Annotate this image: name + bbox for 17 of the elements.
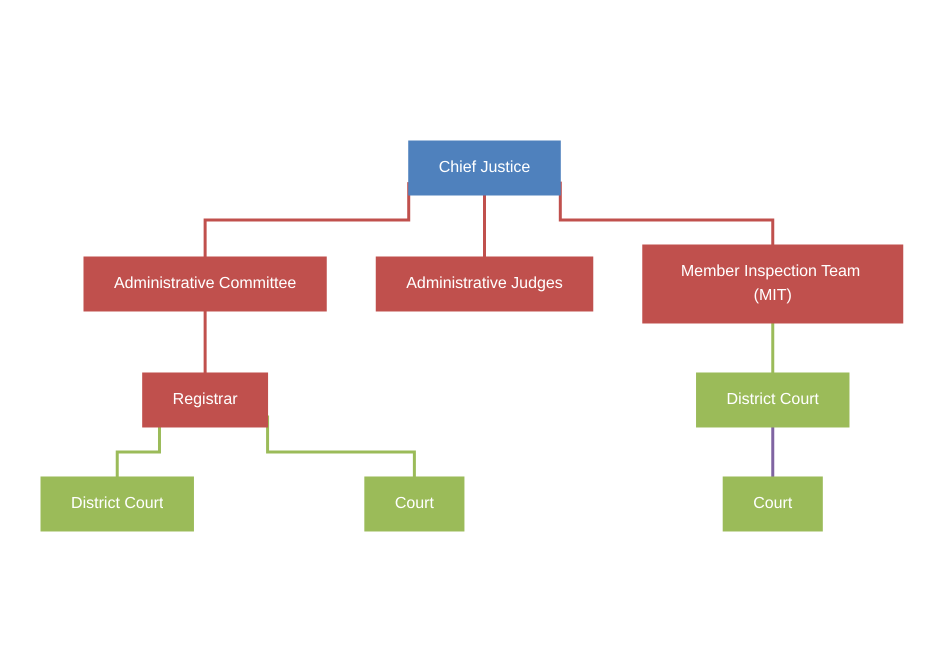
node-box: Chief Justice (408, 140, 561, 195)
node-box: Administrative Committee (84, 256, 327, 311)
connector (266, 415, 416, 478)
node-box: District Court (696, 372, 850, 427)
node-box: Member Inspection Team (MIT) (642, 244, 904, 323)
node-box: District Court (40, 476, 194, 531)
node-box: Court (364, 476, 465, 531)
connector (483, 194, 486, 258)
node-box: Registrar (142, 372, 268, 427)
connector (771, 426, 774, 478)
connector (204, 182, 410, 258)
connector (116, 426, 162, 478)
node-box: Court (722, 476, 823, 531)
connector (204, 310, 207, 374)
connector (558, 181, 774, 246)
connector (771, 322, 774, 374)
node-box: Administrative Judges (376, 256, 594, 311)
